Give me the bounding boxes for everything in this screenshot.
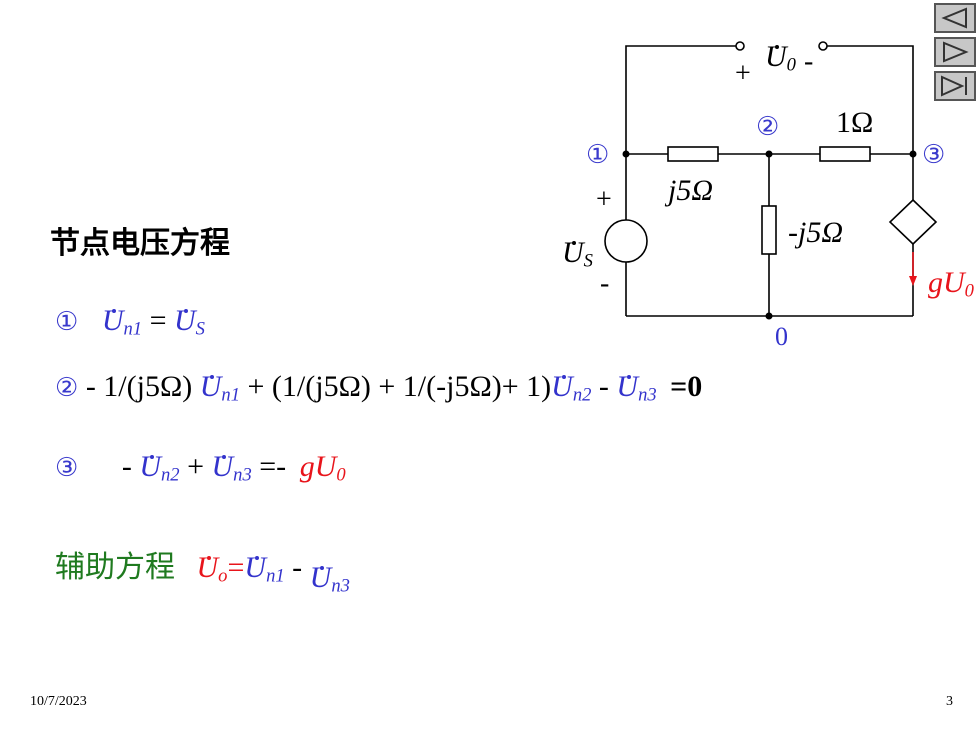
footer-date: 10/7/2023 <box>30 694 87 709</box>
equation-1: ① Un1 = US <box>55 304 205 340</box>
dependent-source-label: gU0 <box>928 266 974 302</box>
circuit-diagram <box>604 41 938 320</box>
node-2-dot <box>765 150 773 158</box>
node-1-dot <box>622 150 630 158</box>
last-slide-button[interactable] <box>934 71 976 101</box>
capacitor-label: -j5Ω <box>788 216 844 249</box>
next-slide-button[interactable] <box>934 37 976 67</box>
node-3-label: ③ <box>922 140 946 170</box>
u0-plus: + <box>735 58 751 89</box>
page-title: 节点电压方程 <box>50 226 230 261</box>
end-triangle-icon <box>941 75 967 97</box>
page-number: 3 <box>946 694 953 709</box>
equation-3: ③ - Un2 + Un3 =- gU0 <box>55 450 346 486</box>
prev-slide-button[interactable] <box>934 3 976 33</box>
u0-minus: - <box>804 46 814 77</box>
auxiliary-equation: 辅助方程 Uo=Un1 - Un3 <box>55 550 350 597</box>
node-3-dot <box>909 150 917 158</box>
source-plus: + <box>596 184 612 215</box>
eq1-rhs: US <box>174 304 205 340</box>
source-label: US <box>562 236 593 272</box>
resistor-1-label: 1Ω <box>836 106 874 139</box>
source-minus: - <box>600 268 610 299</box>
eq3-marker: ③ <box>55 453 79 483</box>
node-1-label: ① <box>586 140 610 170</box>
aux-label: 辅助方程 <box>55 550 175 585</box>
resistor-j5-label: j5Ω <box>668 174 714 207</box>
equation-2: ② - 1/(j5Ω) Un1 + (1/(j5Ω) + 1/(-j5Ω)+ 1… <box>55 370 703 406</box>
prev-triangle-icon <box>941 7 967 29</box>
node-2-label: ② <box>756 112 780 142</box>
eq1-lhs: Un1 <box>101 304 143 340</box>
next-triangle-icon <box>943 41 969 63</box>
node-0-label: 0 <box>775 322 788 351</box>
node-0-dot <box>765 312 773 320</box>
eq2-marker: ② <box>55 373 79 403</box>
eq1-marker: ① <box>55 307 79 337</box>
u0-label: U0 <box>765 40 796 76</box>
